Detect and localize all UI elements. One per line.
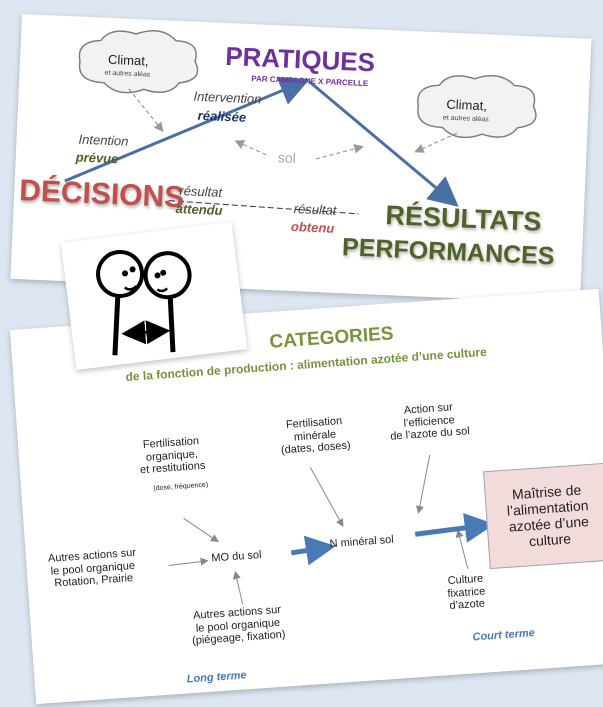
cloud-right-label: Climat, (446, 96, 488, 114)
fert-org-label: Fertilisation organique, et restitutions (139, 435, 206, 477)
arrow-pratiques-to-resultats (308, 80, 459, 207)
arrow-autres-left (168, 557, 209, 566)
arrow-culture-fix (455, 529, 469, 569)
arrow-action-eff (415, 454, 431, 514)
stick-figures-illustration (96, 249, 192, 356)
resultat-dashed-line (168, 200, 359, 215)
fert-min-label: Fertilisation minérale (dates, doses) (280, 415, 352, 457)
maitrise-box: Maîtrise de l’alimentation azotée d’une … (483, 462, 603, 570)
stick-figures-card (60, 221, 248, 371)
pratiques-title: PRATIQUES (224, 40, 376, 78)
arrow-n-to-maitrise (414, 513, 495, 543)
pratiques-card: PRATIQUES PAR CAMPAGNE X PARCELLE Climat… (10, 14, 592, 304)
decisions-label: DÉCISIONS (18, 174, 185, 215)
autres-left-label: Autres actions sur le pool organique Rot… (47, 546, 137, 590)
sol-label: sol (277, 149, 297, 167)
resultat-obtenu-label: résultat (293, 201, 337, 218)
categories-card: CATEGORIES de la fonction de production … (10, 288, 603, 705)
pratiques-lines (64, 30, 537, 215)
arrow-mo-to-n (290, 535, 336, 566)
resultat-attendu-label: résultat (179, 183, 223, 200)
intention-label: Intention (78, 131, 129, 149)
sol-arrow-left (234, 140, 267, 156)
intervention-value: réalisée (197, 107, 247, 125)
maitrise-label: Maîtrise de l’alimentation azotée d’une … (506, 481, 590, 550)
arrow-decision-to-pratiques (64, 76, 310, 183)
cloud-left-label: Climat, (107, 51, 149, 69)
cloud-left-shape (78, 30, 199, 94)
arrow-fert-min (309, 467, 344, 528)
categories-lines (168, 454, 495, 605)
head-right (143, 251, 192, 300)
intention-value: prévue (75, 149, 119, 167)
body-right (167, 296, 176, 353)
arrow-autres-bottom (232, 570, 244, 605)
intervention-label: Intervention (193, 88, 262, 107)
sol-arrow-right (315, 144, 364, 160)
exchange-arrow (121, 320, 171, 345)
body-left (112, 296, 121, 356)
autres-bottom-label: Autres actions sur le pool organique (pi… (191, 603, 286, 648)
cloud-right-shape (417, 74, 537, 139)
cloud-left-arrow (128, 88, 164, 133)
resultat-attendu-value: attendu (175, 200, 223, 218)
culture-fix-label: Culture fixatrice d’azote (447, 572, 486, 613)
action-eff-label: Action sur l’efficience de l’azote du so… (389, 401, 471, 443)
head-left (96, 249, 145, 298)
resultat-obtenu-value: obtenu (290, 218, 335, 236)
cloud-right-arrow (414, 132, 458, 153)
arrow-fert-org (183, 517, 219, 543)
